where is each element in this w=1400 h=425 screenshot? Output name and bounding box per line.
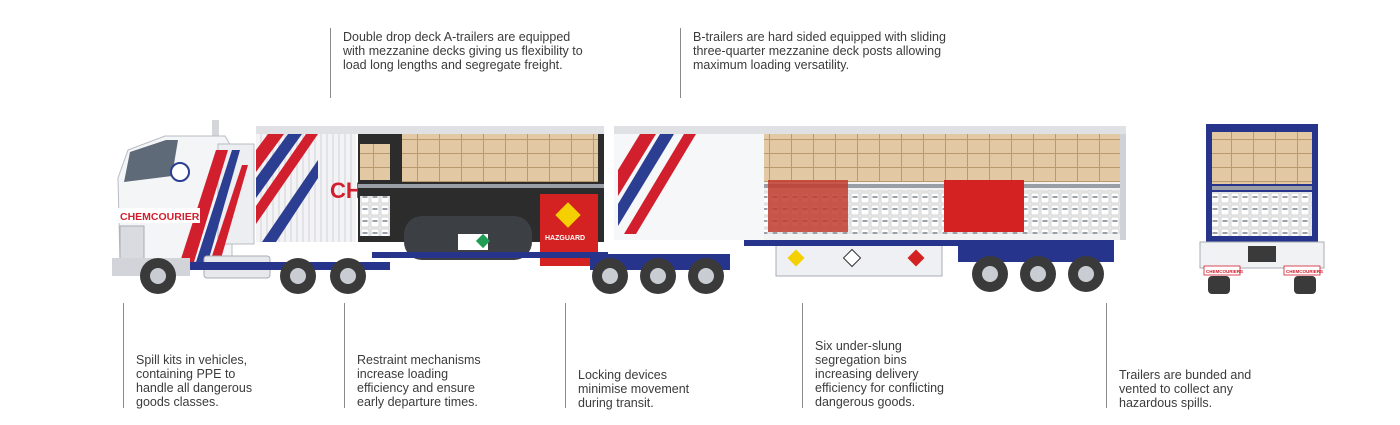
annotation-a-trailers-text: Double drop deck A-trailers are equipped… [343,30,583,72]
rear-brand-right: CHEMCOURIERS [1286,269,1323,274]
b-pallet-boxes-upper [764,134,1126,182]
rear-drum-stack [1212,192,1312,236]
cab-stripe-red [180,150,228,262]
annotation-spill-kits: Spill kits in vehicles, containing PPE t… [136,353,286,409]
wheel-hub [290,268,306,284]
curtain-stripe-blue [256,134,302,198]
hazard-diamond-icon [555,202,581,228]
wheel-hub [340,268,356,284]
cab-brand-text: CHEMCOURIERS [120,211,206,223]
prime-mover-wheels [140,258,366,294]
rear-brand-left: CHEMCOURIERS [1206,269,1243,274]
cab-stripe-red-2 [210,165,248,262]
bin-hazard-icon [787,249,805,267]
annotation-bins: Six under-slung segregation bins increas… [815,339,985,409]
mezzanine-deck [358,184,604,188]
rear-wheel [1294,276,1316,294]
a-trailer: CH HAZGUARD [256,126,730,270]
annotation-locking-text: Locking devices minimise movement during… [578,368,690,410]
b-rear-post [1120,134,1126,240]
annotation-bunded: Trailers are bunded and vented to collec… [1119,368,1289,410]
curtain-stripe-red [256,134,284,172]
rear-mezzanine-deck [1212,186,1312,190]
annotation-locking: Locking devices minimise movement during… [578,368,738,410]
leader-line-a-trailers [330,28,331,98]
b-trailer-chassis [744,240,1114,246]
rear-wheel [1208,276,1230,294]
leader-line-locking [565,303,566,408]
b-gas-cylinders [768,180,848,232]
leader-line-restraint [344,303,345,408]
annotation-a-trailers: Double drop deck A-trailers are equipped… [343,30,633,72]
annotation-b-trailers-text: B-trailers are hard sided equipped with … [693,30,946,72]
a-trailer-chassis [372,252,608,258]
leader-line-bunded [1106,303,1107,408]
drum-stack [360,196,390,236]
b-stripe-blue [618,134,674,226]
wheel-hub [150,268,166,284]
rear-view-trailer: CHEMCOURIERS CHEMCOURIERS [1199,124,1325,294]
b-stripe-red [618,134,656,196]
pallet-boxes [360,144,390,180]
annotation-b-trailers: B-trailers are hard sided equipped with … [693,30,993,72]
windscreen [124,140,178,182]
cab-stripe-blue [196,150,240,262]
gas-hazard-diamond [475,233,491,249]
wheel-hub [698,268,714,284]
annotation-restraint: Restraint mechanisms increase loading ef… [357,353,517,409]
rear-brand-plate-right [1283,265,1321,276]
wheel-hub [982,266,998,282]
b-trailer-wheels [972,256,1104,292]
hazguard-label: HAZGUARD [545,235,585,242]
rear-brand-plate-left [1203,265,1241,276]
rear-pallet-boxes [1212,132,1312,184]
cab-grille [119,225,145,261]
annotation-bins-text: Six under-slung segregation bins increas… [815,339,944,409]
curtain-brand-text: CH [330,178,362,203]
rear-number-plate-mount [1248,246,1276,262]
b-trailer [614,126,1126,277]
a-trailer-wheels [592,258,724,294]
a-trailer-roof [256,126,604,134]
cab-logo-icon [170,162,190,182]
wheel-hub [602,268,618,284]
annotation-bunded-text: Trailers are bunded and vented to collec… [1119,368,1252,410]
wheel-hub [1030,266,1046,282]
leader-line-spill-kits [123,303,124,408]
curtain-stripe-red-2 [256,134,318,224]
annotation-restraint-text: Restraint mechanisms increase loading ef… [357,353,481,409]
bin-hazard-icon [907,249,925,267]
wheel-hub [1078,266,1094,282]
pallet-boxes-upper [402,134,598,182]
cab-brand-plate [118,208,200,223]
wheel-hub [650,268,666,284]
b-trailer-roof [614,126,1126,134]
curtain-stripe-blue-2 [262,160,318,242]
b-stripe-red-2 [624,134,696,234]
bin-hazard-icon [842,248,862,268]
b-hazguard-boxes [944,180,1024,232]
leader-line-bins [802,303,803,408]
leader-line-b-trailers [680,28,681,98]
annotation-spill-kits-text: Spill kits in vehicles, containing PPE t… [136,353,253,409]
